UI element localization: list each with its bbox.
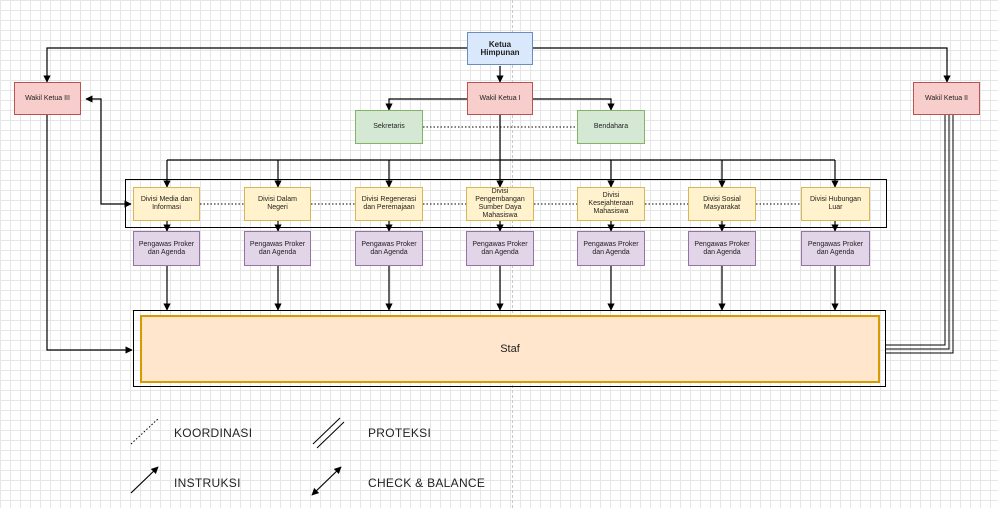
division-box-media[interactable]: Divisi Media dan Informasi [133, 187, 200, 221]
division-box-kesejahteraan[interactable]: Divisi Kesejahteraan Mahasiswa [577, 187, 645, 221]
supervisor-box-6[interactable]: Pengawas Proker dan Agenda [688, 231, 756, 266]
supervisor-box-7[interactable]: Pengawas Proker dan Agenda [801, 231, 870, 266]
division-box-dalam-negeri[interactable]: Divisi Dalam Negeri [244, 187, 311, 221]
vice1-to-secretary-connector [385, 98, 467, 111]
legend-check-balance-symbol [311, 466, 342, 496]
treasurer-box[interactable]: Bendahara [577, 110, 645, 144]
legend-protection-symbol-a [312, 417, 341, 445]
supervisor-label: Pengawas Proker dan Agenda [361, 240, 417, 256]
division-box-regenerasi[interactable]: Divisi Regenerasi dan Peremajaan [355, 187, 423, 221]
treasurer-label: Bendahara [593, 123, 629, 130]
legend-protection-label: PROTEKSI [368, 426, 432, 440]
division-label: Divisi Regenerasi dan Peremajaan [361, 196, 417, 211]
supervisor-label: Pengawas Proker dan Agenda [583, 240, 639, 256]
supervisor-label: Pengawas Proker dan Agenda [472, 240, 528, 256]
chairman-label: Ketua Himpunan [480, 39, 520, 57]
secretary-label: Sekretaris [373, 123, 405, 130]
staff-label: Staf [500, 343, 520, 355]
supervisor-box-5[interactable]: Pengawas Proker dan Agenda [577, 231, 645, 266]
vice3-label: Wakil Ketua III [25, 94, 70, 102]
division-label: Divisi Dalam Negeri [258, 196, 297, 211]
secretary-box[interactable]: Sekretaris [355, 110, 423, 144]
vice2-box[interactable]: Wakil Ketua II [913, 82, 980, 115]
chairman-to-vice3-connector [43, 47, 467, 83]
division-label: Divisi Sosial Masyarakat [703, 196, 741, 211]
division-box-psdm[interactable]: Divisi Pengembangan Sumber Daya Mahasisw… [466, 187, 534, 221]
division-container [125, 179, 887, 228]
supervisor-box-1[interactable]: Pengawas Proker dan Agenda [133, 231, 200, 266]
legend-check-balance-label: CHECK & BALANCE [368, 476, 486, 490]
vice2-label: Wakil Ketua II [925, 94, 968, 102]
legend-protection-symbol-b [316, 421, 345, 449]
supervisor-label: Pengawas Proker dan Agenda [249, 240, 306, 256]
division-box-hubungan-luar[interactable]: Divisi Hubungan Luar [801, 187, 870, 221]
division-label: Divisi Hubungan Luar [810, 196, 861, 211]
division-box-sosial[interactable]: Divisi Sosial Masyarakat [688, 187, 756, 221]
supervisor-box-4[interactable]: Pengawas Proker dan Agenda [466, 231, 534, 266]
chairman-to-vice2-connector [532, 47, 951, 83]
legend-coordination-label: KOORDINASI [174, 426, 253, 440]
vice3-check-balance-connector [85, 95, 132, 208]
vice3-box[interactable]: Wakil Ketua III [14, 82, 81, 115]
supervisor-label: Pengawas Proker dan Agenda [807, 240, 864, 256]
chairman-box[interactable]: Ketua Himpunan [467, 32, 533, 65]
supervisor-box-2[interactable]: Pengawas Proker dan Agenda [244, 231, 311, 266]
vice2-protection-connector [886, 115, 954, 354]
legend-instruction-symbol [130, 466, 159, 494]
vice1-label: Wakil Ketua I [479, 94, 521, 102]
staff-container [133, 310, 886, 387]
division-label: Divisi Media dan Informasi [140, 196, 193, 211]
vice1-box[interactable]: Wakil Ketua I [467, 82, 533, 115]
staff-box[interactable]: Staf [140, 315, 880, 383]
supervisor-box-3[interactable]: Pengawas Proker dan Agenda [355, 231, 423, 266]
vice3-to-staff-connector [46, 115, 133, 354]
division-label: Divisi Pengembangan Sumber Daya Mahasisw… [475, 188, 525, 219]
supervisor-label: Pengawas Proker dan Agenda [138, 240, 195, 256]
vice1-to-treasurer-connector [533, 98, 615, 111]
division-label: Divisi Kesejahteraan Mahasiswa [588, 192, 634, 215]
supervisor-label: Pengawas Proker dan Agenda [694, 240, 750, 256]
legend-coordination-symbol [130, 417, 160, 445]
legend-instruction-label: INSTRUKSI [174, 476, 241, 490]
